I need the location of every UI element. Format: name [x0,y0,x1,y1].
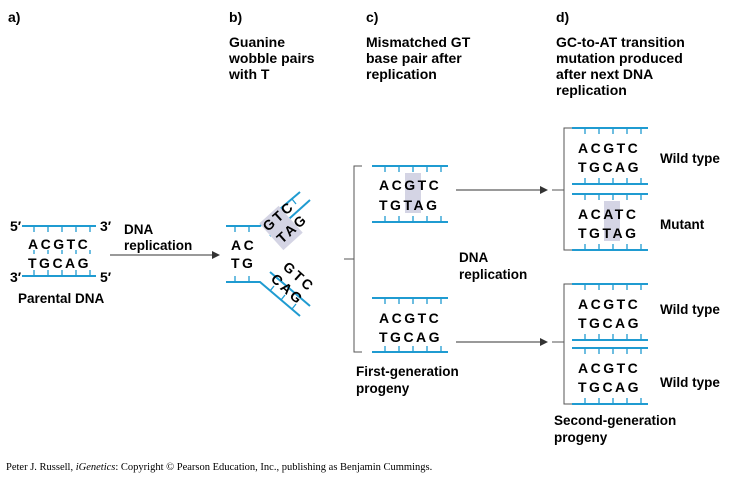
bracket-lower-second-gen [552,283,572,405]
normal-c-top-seq: ACGTC [379,310,441,326]
parental-top-seq: ACGTC [28,236,90,252]
duplex-d-1-bottom-seq: TGCAG [578,159,641,175]
mismatch-bottom-seq: TGTAG [379,197,439,213]
parental-bottom-seq: TGCAG [28,255,91,271]
duplex-d-1-label: Wild type [660,151,720,166]
second-generation-caption-1: Second-generation [554,413,676,428]
duplex-d-2-top-seq: ACATC [578,206,638,222]
duplex-d-2: ACATC TGTAG [572,193,648,251]
panel-b-title-1: Guanine [229,34,285,50]
mismatch-top-seq: ACGTC [379,177,441,193]
at-mutation-highlight [604,201,620,241]
panel-c-letter: c) [366,9,378,25]
panel-d-title-4: replication [556,82,627,98]
first-generation-caption-2: progeny [356,381,410,396]
bracket-upper-second-gen [552,127,572,251]
duplex-d-4: ACGTC TGCAG [572,347,648,405]
fork-stem-bottom-seq: TG [231,255,255,271]
first-generation-caption-1: First-generation [356,364,459,379]
replication-label-a-2: replication [124,238,192,253]
copyright-credit: Peter J. Russell, iGenetics: Copyright ©… [6,462,432,473]
replication-arrow-lower [456,338,548,346]
parental-duplex: ACGTC TGCAG [22,225,96,277]
duplex-d-2-bottom-seq: TGTAG [578,225,638,241]
duplex-d-4-bottom-seq: TGCAG [578,379,641,395]
parental-3prime-top: 3′ [100,218,112,234]
wobble-pair-highlight [259,205,303,251]
mismatch-duplex: ACGTC TGTAG [372,165,448,223]
panel-d-title-1: GC-to-AT transition [556,34,685,50]
duplex-d-4-top-seq: ACGTC [578,360,640,376]
replication-label-c-1: DNA [459,250,488,265]
panel-b-letter: b) [229,9,242,25]
duplex-d-3: ACGTC TGCAG [572,283,648,341]
duplex-d-3-bottom-seq: TGCAG [578,315,641,331]
panel-d-letter: d) [556,9,569,25]
second-generation-caption-2: progeny [554,430,608,445]
replication-label-c-2: replication [459,267,527,282]
panel-d-title-3: after next DNA [556,66,653,82]
parental-5prime-bottom: 5′ [100,269,112,285]
panel-b-title-3: with T [228,66,270,82]
duplex-d-1-top-seq: ACGTC [578,140,640,156]
panel-c-title-2: base pair after [366,50,462,66]
panel-b-title-2: wobble pairs [228,50,315,66]
replication-arrow-upper [456,186,548,194]
normal-c-bottom-seq: TGCAG [379,329,442,345]
duplex-d-3-top-seq: ACGTC [578,296,640,312]
parental-5prime-top: 5′ [10,218,22,234]
panel-a-letter: a) [8,9,20,25]
bracket-first-generation [344,165,362,353]
replication-label-a-1: DNA [124,222,153,237]
panel-d-title-2: mutation produced [556,50,683,66]
duplex-d-4-label: Wild type [660,375,720,390]
panel-c-title-1: Mismatched GT [366,34,471,50]
parental-3prime-bottom: 3′ [10,269,22,285]
replication-fork: AC TG GTC TAG GTC CAG [226,191,318,317]
panel-c-title-3: replication [366,66,437,82]
normal-duplex-c: ACGTC TGCAG [372,297,448,353]
replication-arrow-a [110,251,220,259]
duplex-d-3-label: Wild type [660,302,720,317]
fork-stem-top-seq: AC [231,237,256,253]
gt-mismatch-highlight [405,173,421,213]
duplex-d-2-label: Mutant [660,217,705,232]
parental-dna-caption: Parental DNA [18,291,105,306]
duplex-d-1: ACGTC TGCAG [572,127,648,185]
